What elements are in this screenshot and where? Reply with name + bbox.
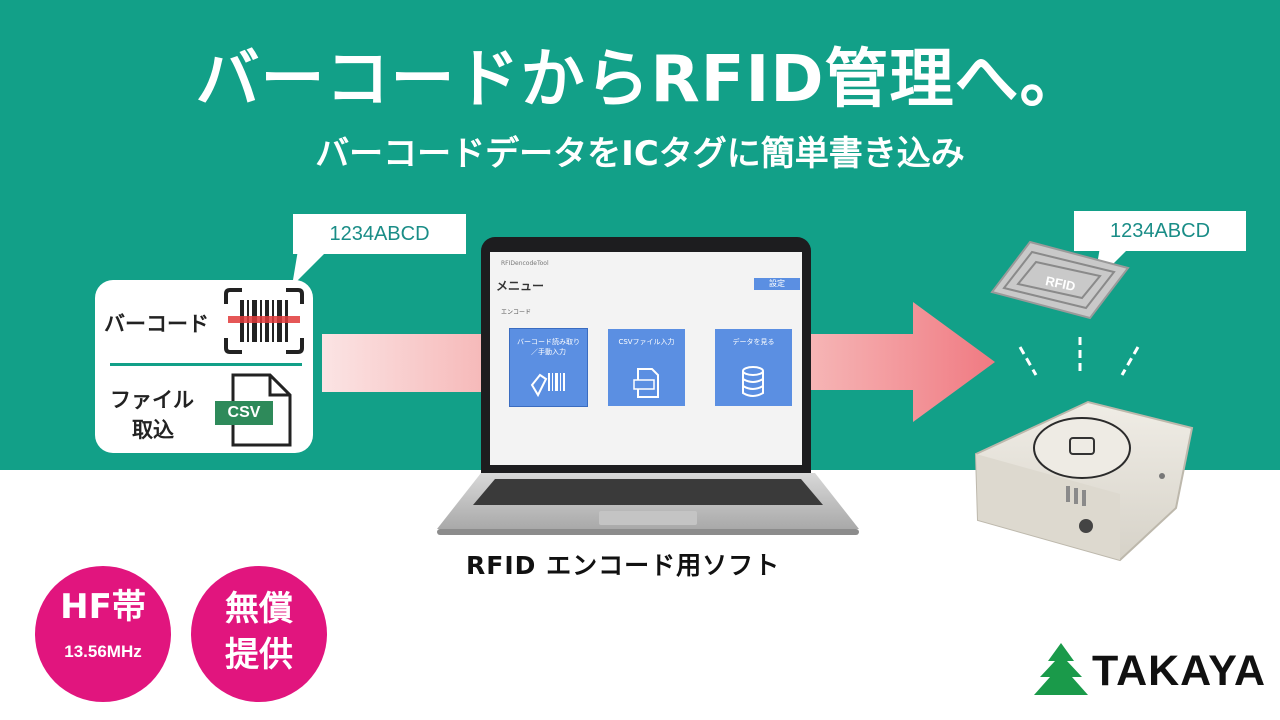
barcode-value-bubble-left: 1234ABCD [293,214,466,254]
encode-section-label: エンコード [501,309,532,316]
tile-label-line2: ／手動入力 [531,348,566,356]
frequency-badge-value: 13.56MHz [64,642,142,661]
csv-input-tile[interactable]: CSVファイル入力 [608,329,685,406]
takaya-logo-text: TAKAYA [1092,647,1267,695]
panel-divider [110,363,302,366]
barcode-value-bubble-right: 1234ABCD [1074,211,1246,251]
bubble-tail-left [292,250,328,286]
tile-label-line1: バーコード読み取り [517,338,580,346]
free-offer-line2: 提供 [225,635,293,675]
frequency-badge: HF帯 13.56MHz [35,566,171,702]
barcode-scan-icon [224,288,304,354]
file-import-label-line2: 取込 [132,418,174,442]
csv-tag: CSV [215,401,273,425]
app-title-bar: RFIDencodeTool [501,260,549,267]
app-menu-title: メニュー [496,279,545,293]
rfid-reader-device [974,400,1194,562]
database-icon [742,366,764,397]
flow-arrow-left [322,334,492,392]
settings-button[interactable]: 設定 [754,278,800,290]
tile-label: CSVファイル入力 [618,338,675,346]
barcode-scanner-icon [530,373,565,398]
view-data-tile[interactable]: データを見る [715,329,792,406]
subheadline: バーコードデータをICタグに簡単書き込み [315,134,965,174]
rfid-tag-icon: RFID [990,240,1130,320]
signal-lines-icon [1018,337,1140,376]
free-offer-line1: 無償 [225,589,293,629]
flow-arrow-right [805,302,995,422]
rfid-tag-text: RFID [1044,273,1077,294]
csv-file-icon [633,368,659,398]
headline: バーコードからRFID管理へ。 [195,43,1085,117]
barcode-read-tile[interactable]: バーコード読み取り ／手動入力 [509,328,588,407]
laptop-caption: RFID エンコード用ソフト [466,551,781,580]
file-import-label-line1: ファイル [110,388,194,412]
barcode-label: バーコード [104,312,209,336]
laptop-keyboard-base [437,473,859,535]
tile-label: データを見る [732,338,775,346]
takaya-logo-icon [1034,643,1088,695]
frequency-badge-title: HF帯 [60,587,146,627]
free-offer-badge: 無償 提供 [191,566,327,702]
